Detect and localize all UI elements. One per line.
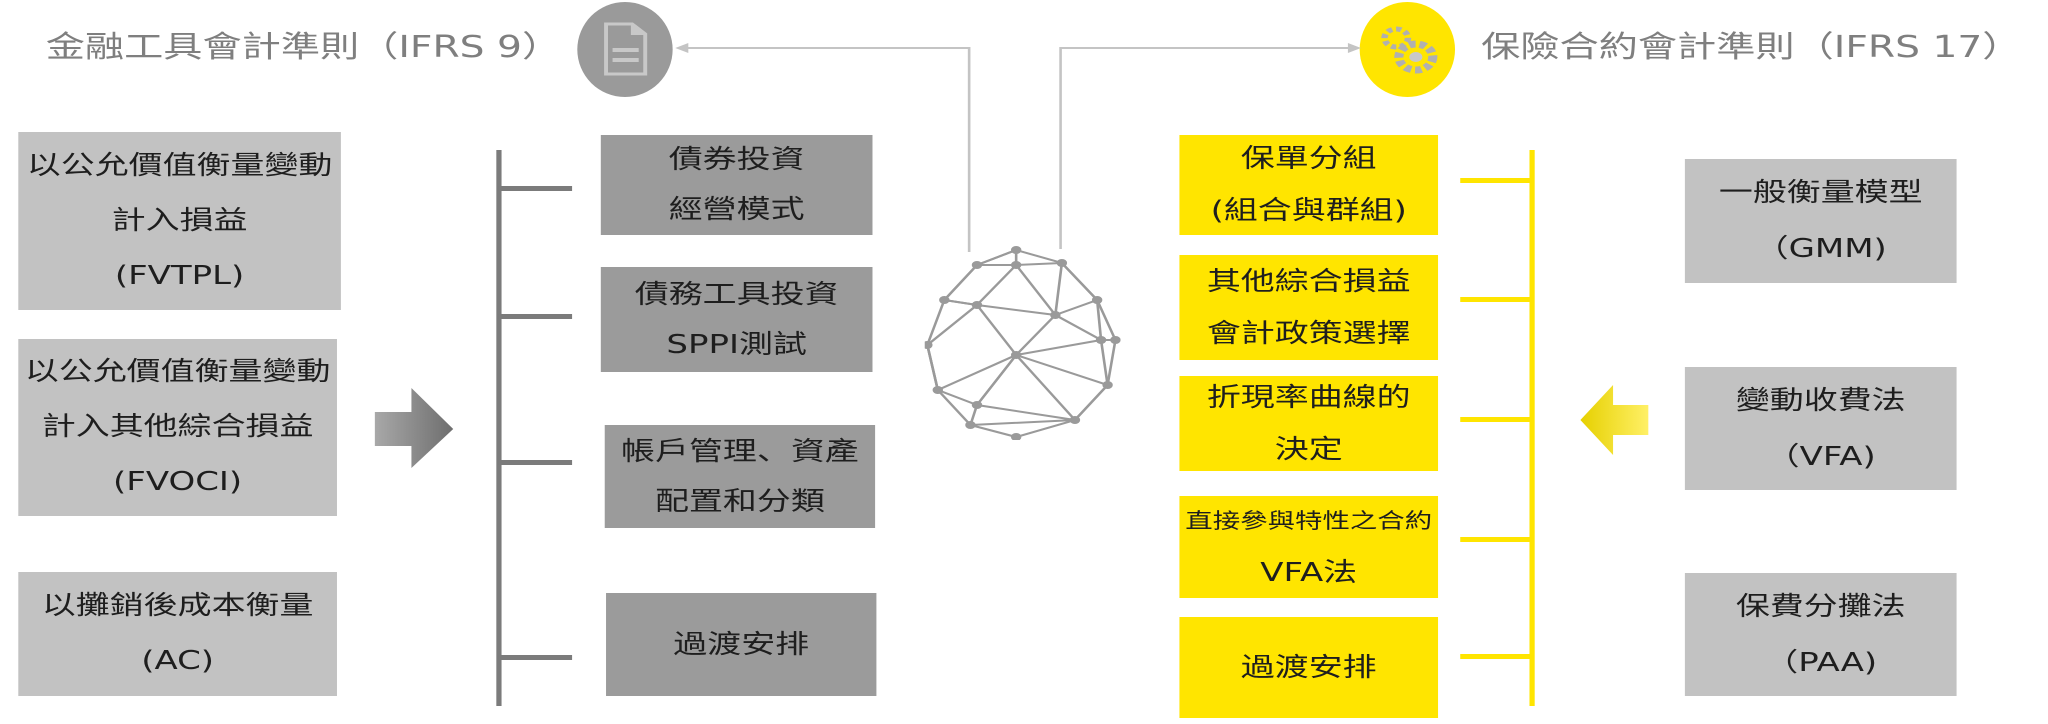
ifrs17-model-vfa: 變動收費法 （VFA)	[1684, 367, 1957, 490]
bracket-tick	[498, 186, 573, 191]
box-text: SPPI測試	[666, 329, 807, 360]
box-text: (FVOCI)	[113, 467, 243, 497]
box-text: (FVTPL)	[114, 260, 245, 291]
box-text: 其他綜合損益	[1206, 266, 1411, 297]
box-text: 以公允價值衡量變動	[26, 150, 333, 181]
ifrs9-title: 金融工具會計準則（IFRS 9）	[45, 30, 562, 65]
box-text: 以攤銷後成本衡量	[41, 591, 314, 621]
arrow-left-icon	[1580, 385, 1649, 455]
bracket-tick	[1460, 654, 1533, 659]
box-text: 以公允價值衡量變動	[24, 357, 331, 387]
ifrs9-topic-sppi: 債務工具投資 SPPI測試	[600, 267, 873, 372]
ifrs9-topic-business-model: 債券投資 經營模式	[600, 135, 873, 235]
arrowhead-right-icon	[1347, 43, 1361, 53]
box-text: （PAA)	[1764, 647, 1878, 678]
box-text: 計入其他綜合損益	[41, 412, 314, 442]
ifrs9-category-fvoci: 以公允價值衡量變動 計入其他綜合損益 (FVOCI)	[18, 339, 337, 516]
box-text: 債券投資	[668, 145, 805, 175]
box-text: 過渡安排	[1240, 652, 1377, 683]
bracket-tick	[1460, 178, 1533, 183]
box-text: (組合與群組)	[1210, 196, 1407, 226]
bracket-tick	[498, 655, 573, 660]
bracket-tick	[1460, 417, 1533, 422]
connector-lines	[675, 43, 1361, 252]
ifrs17-topic-transition: 過渡安排	[1179, 617, 1439, 718]
ifrs9-topic-transition: 過渡安排	[606, 593, 877, 696]
box-text: （VFA)	[1765, 441, 1876, 472]
ifrs9-bracket-line	[496, 150, 502, 706]
arrow-right-icon	[374, 388, 454, 468]
bracket-tick	[1460, 537, 1533, 542]
ifrs17-topic-vfa: 直接參與特性之合約 VFA法	[1179, 496, 1439, 598]
box-text: 經營模式	[668, 195, 805, 225]
box-text: 計入損益	[111, 205, 248, 236]
geodesic-sphere-icon	[924, 246, 1121, 440]
ifrs17-topic-oci: 其他綜合損益 會計政策選擇	[1179, 255, 1439, 360]
box-text: 直接參與特性之合約	[1185, 509, 1433, 533]
box-text: VFA法	[1260, 558, 1358, 588]
document-icon	[577, 2, 673, 97]
box-text: 決定	[1274, 434, 1343, 465]
box-text: 折現率曲線的	[1206, 382, 1411, 413]
box-text: （GMM)	[1754, 234, 1887, 264]
box-text: 保單分組	[1240, 144, 1377, 174]
ifrs17-model-gmm: 一般衡量模型 （GMM)	[1684, 159, 1957, 283]
box-text: 帳戶管理、資產	[621, 436, 859, 467]
ifrs17-model-paa: 保費分攤法 （PAA)	[1684, 573, 1957, 696]
ifrs9-category-ac: 以攤銷後成本衡量 (AC)	[18, 572, 337, 696]
box-text: 會計政策選擇	[1206, 318, 1411, 349]
ifrs17-bracket-line	[1529, 150, 1535, 706]
box-text: 變動收費法	[1735, 385, 1906, 416]
bracket-tick	[498, 460, 573, 465]
box-text: (AC)	[141, 646, 215, 676]
arrowhead-left-icon	[675, 43, 689, 53]
ifrs9-topic-account-management: 帳戶管理、資產 配置和分類	[604, 425, 876, 528]
ifrs17-topic-grouping: 保單分組 (組合與群組)	[1179, 135, 1439, 235]
ifrs9-category-fvtpl: 以公允價值衡量變動 計入損益 (FVTPL)	[18, 132, 341, 310]
ifrs17-title: 保險合約會計準則（IFRS 17）	[1481, 30, 2022, 65]
box-text: 過渡安排	[673, 629, 810, 660]
box-text: 保費分攤法	[1735, 591, 1906, 622]
bracket-tick	[498, 314, 573, 319]
ifrs17-topic-discount-rate: 折現率曲線的 決定	[1179, 376, 1439, 471]
box-text: 債務工具投資	[634, 279, 839, 310]
box-text: 一般衡量模型	[1718, 178, 1923, 208]
bracket-tick	[1460, 297, 1533, 302]
box-text: 配置和分類	[654, 486, 825, 517]
gears-icon	[1359, 2, 1456, 97]
